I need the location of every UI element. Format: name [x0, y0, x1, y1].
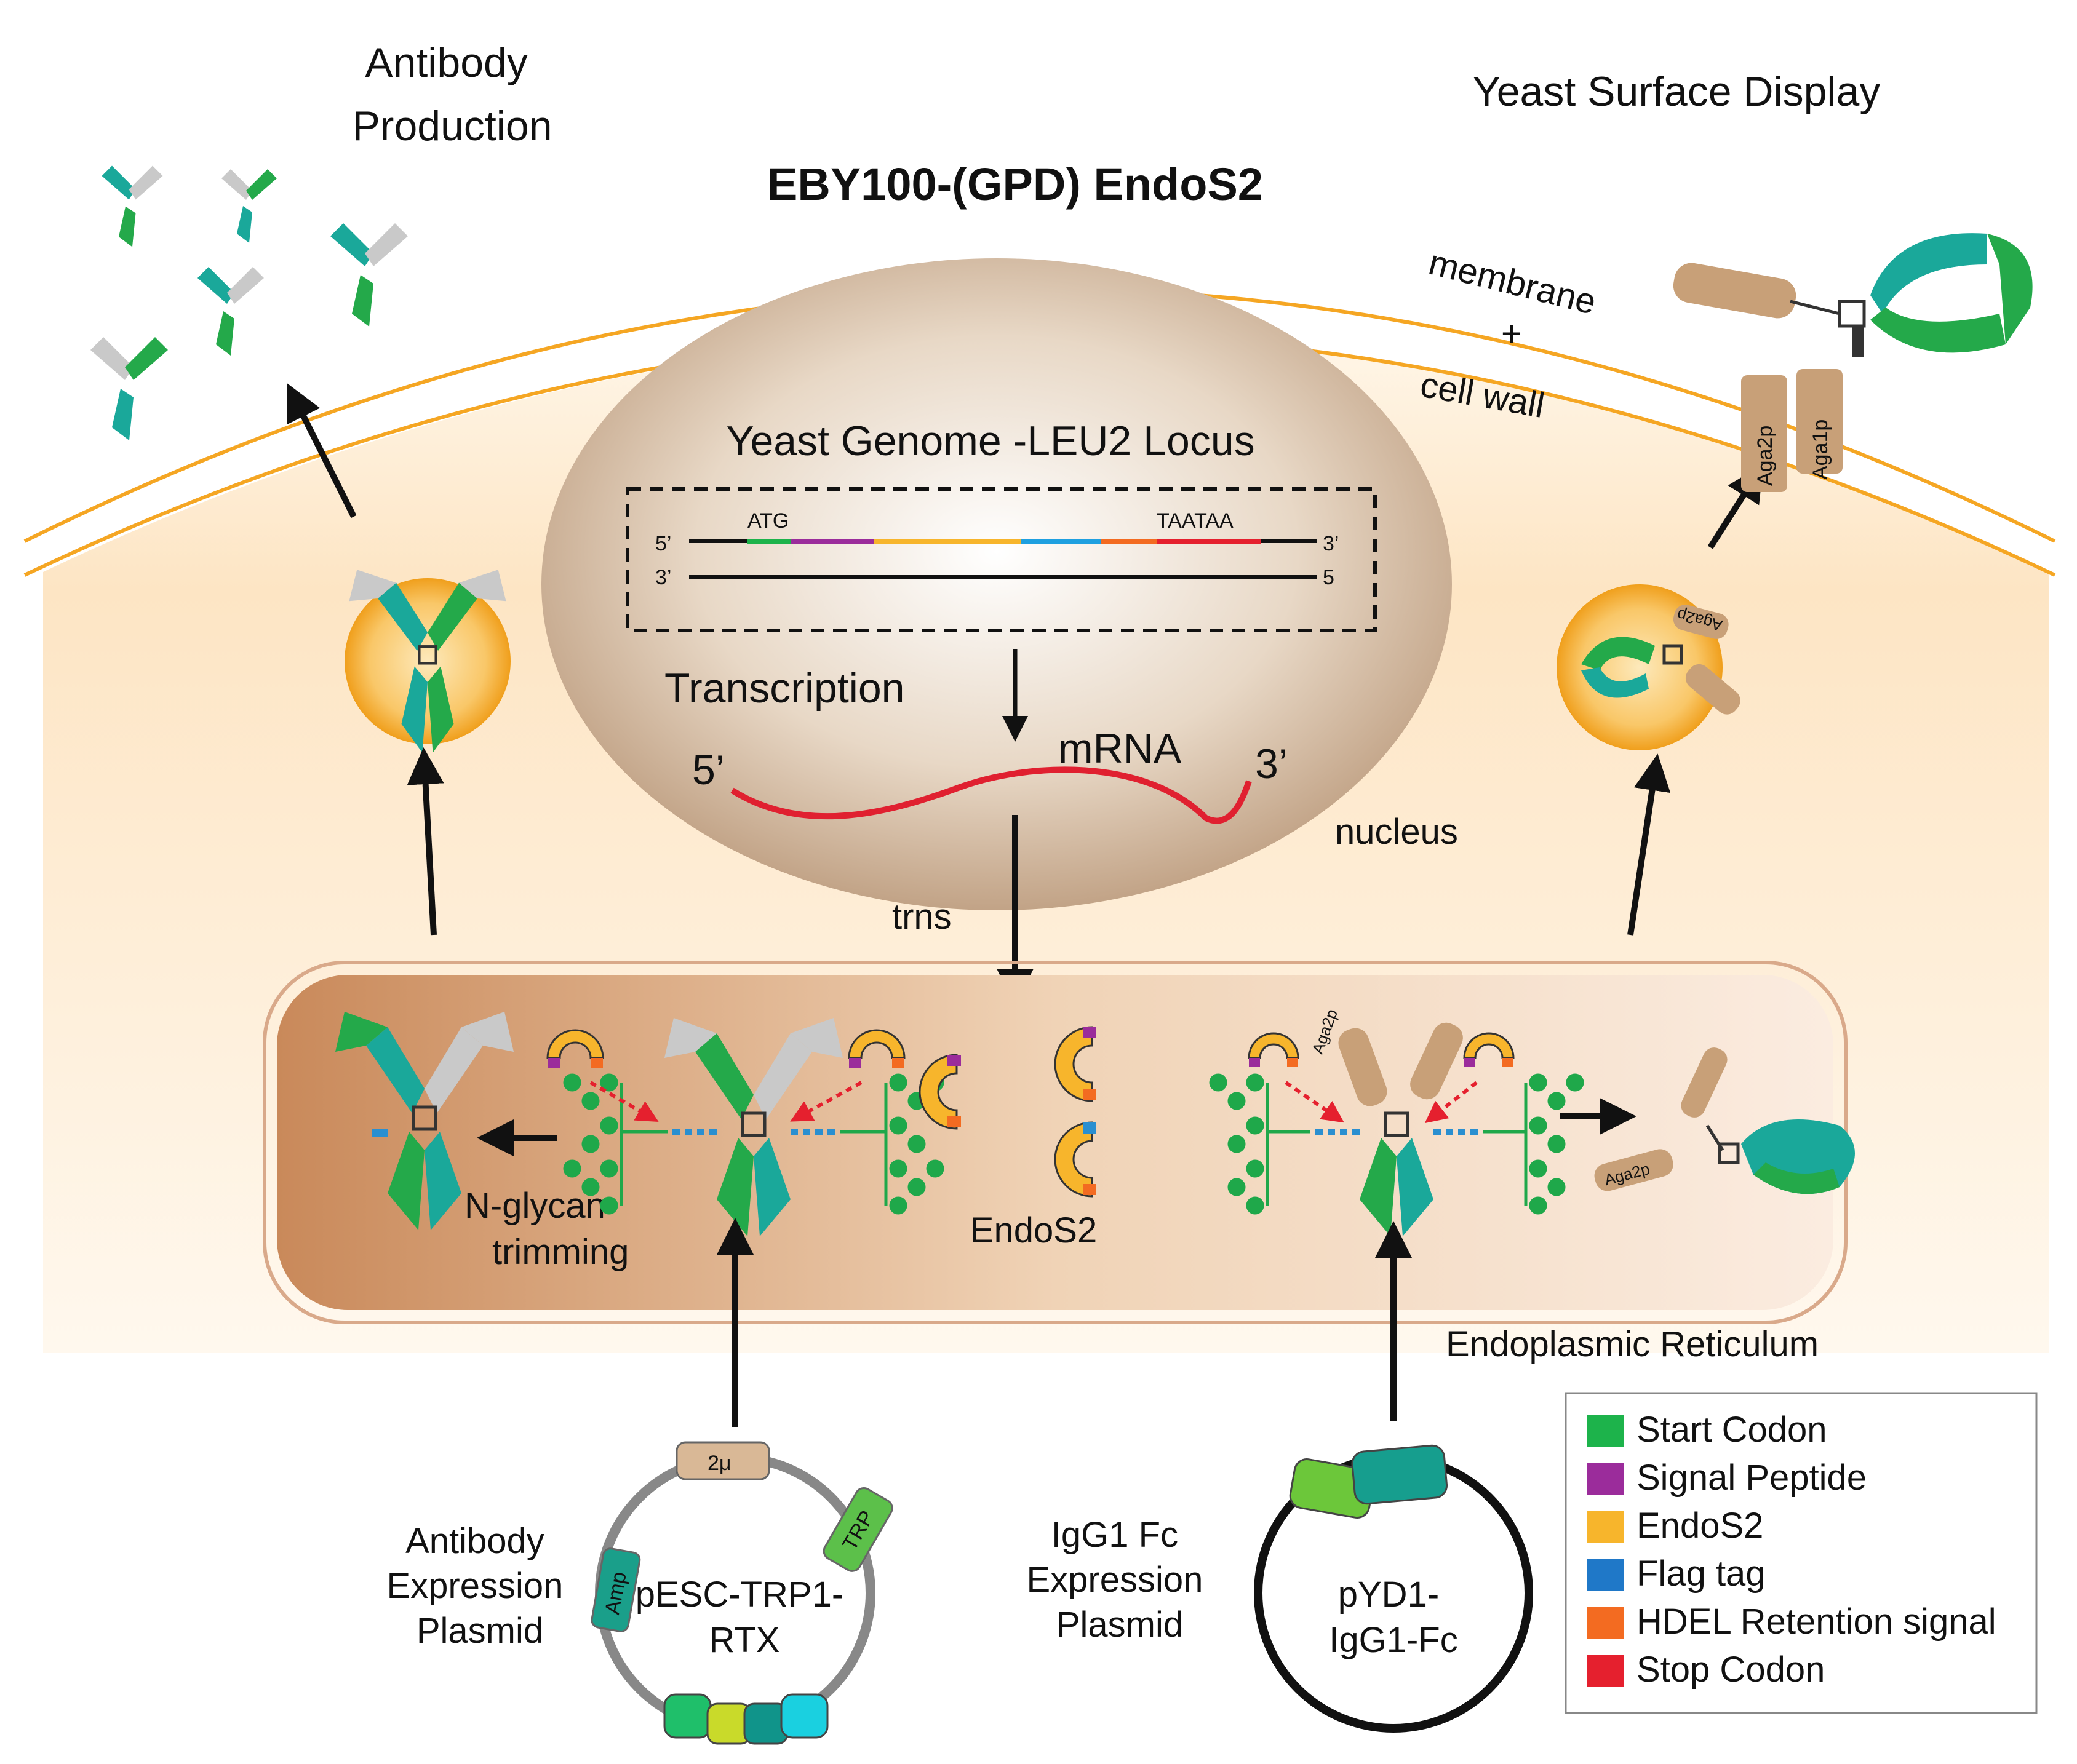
strand-bottom-3: 3’ — [655, 566, 671, 589]
trimmed-fc: Aga2p — [1594, 1047, 1855, 1194]
endos2-cleave-arrow-fc-right — [1424, 1081, 1478, 1124]
fc-plasmid-genes — [1289, 1444, 1448, 1519]
strand-bottom-5: 5 — [1323, 566, 1334, 589]
arrow-er-to-left-vesicle — [407, 747, 444, 936]
legend-swatch — [1587, 1655, 1624, 1687]
surface-displayed-fc: Aga2p Aga1p — [1673, 233, 2033, 492]
membrane-label: membrane — [1425, 242, 1600, 322]
endos2-cleave-arrow-left — [589, 1081, 659, 1122]
endos2-cleave-arrow-right — [790, 1081, 863, 1122]
legend-label: EndoS2 — [1636, 1506, 1763, 1546]
mrna-strand — [730, 766, 1252, 824]
strand-top-3: 3’ — [1323, 532, 1339, 555]
endos2-enzyme-fc-right — [1463, 1032, 1515, 1067]
glycosylated-antibody — [664, 1018, 843, 1236]
legend-swatch — [1587, 1511, 1624, 1543]
arrow-er-to-right-vesicle — [1627, 753, 1671, 936]
antibody-plasmid-name: pESC-TRP1- RTX — [636, 1575, 854, 1660]
plasmid-marker-trp: TRP — [823, 1487, 893, 1572]
aga1p-surface-label: Aga1p — [1809, 419, 1832, 480]
transcription-label: Transcription — [664, 665, 905, 712]
legend-swatch — [1587, 1415, 1624, 1447]
legend-swatch — [1587, 1463, 1624, 1495]
strand-top-5: 5’ — [655, 532, 671, 555]
endos2-enzyme-left — [546, 1029, 604, 1068]
legend-label: Signal Peptide — [1636, 1458, 1867, 1498]
mrna-3-label: 3’ — [1255, 741, 1288, 787]
nucleus — [541, 258, 1452, 910]
nucleus-label: nucleus — [1335, 812, 1458, 852]
legend-swatch — [1587, 1607, 1624, 1639]
arrow-left-vesicle-to-secretion — [287, 383, 357, 518]
fc-plasmid-caption: IgG1 Fc Expression Plasmid — [1026, 1515, 1213, 1645]
legend-label: Flag tag — [1636, 1554, 1766, 1594]
legend-label: HDEL Retention signal — [1636, 1602, 1996, 1642]
gene-locus-box — [626, 487, 1377, 632]
glycan-tree-fc-right — [1483, 1073, 1584, 1215]
aga2p-surface-label: Aga2p — [1753, 426, 1777, 486]
start-codon-label: ATG — [747, 509, 789, 533]
genome-locus-title: Yeast Genome -LEU2 Locus — [726, 418, 1254, 464]
endos2-enzyme-right — [848, 1029, 906, 1068]
secreted-antibodies — [90, 165, 408, 440]
legend-swatch — [1587, 1559, 1624, 1591]
endos2-cleave-arrow-fc-left — [1285, 1081, 1344, 1123]
mrna-label: mRNA — [1058, 725, 1182, 772]
strain-title: EBY100-(GPD) EndoS2 — [767, 159, 1263, 210]
free-endos2-group — [919, 1026, 1096, 1198]
mrna-5-label: 5’ — [692, 747, 725, 793]
secretory-vesicle-left — [345, 578, 511, 744]
antibody-plasmid-caption: Antibody Expression Plasmid — [386, 1521, 573, 1651]
svg-text:2μ: 2μ — [708, 1452, 732, 1475]
legend-label: Stop Codon — [1636, 1650, 1825, 1690]
antibody-in-vesicle — [349, 570, 506, 753]
yeast-surface-display-title: Yeast Surface Display — [1473, 68, 1881, 115]
endos2-enzyme-fc-left — [1248, 1032, 1299, 1067]
endos2-label: EndoS2 — [970, 1210, 1097, 1250]
nglycan-trimming-label: N-glycan trimming — [464, 1186, 629, 1272]
glycan-tree-left — [563, 1073, 668, 1215]
er-label: Endoplasmic Reticulum — [1446, 1324, 1819, 1364]
plasmid-marker-2u: 2μ — [676, 1441, 770, 1480]
plasmid-marker-amp: Amp — [591, 1547, 641, 1632]
glycan-tree-fc-left — [1209, 1073, 1310, 1215]
stop-codon-label: TAATAA — [1157, 509, 1234, 533]
trimmed-antibody — [335, 1012, 514, 1230]
membrane-plus: + — [1501, 314, 1522, 354]
translation-label: trns — [892, 897, 952, 937]
glycan-tree-right — [840, 1073, 944, 1215]
fc-plasmid-name: pYD1- IgG1-Fc — [1329, 1575, 1458, 1660]
plasmid-antibody-genes — [663, 1693, 829, 1745]
legend-label: Start Codon — [1636, 1410, 1827, 1450]
antibody-production-title: Antibody Production — [352, 39, 552, 149]
